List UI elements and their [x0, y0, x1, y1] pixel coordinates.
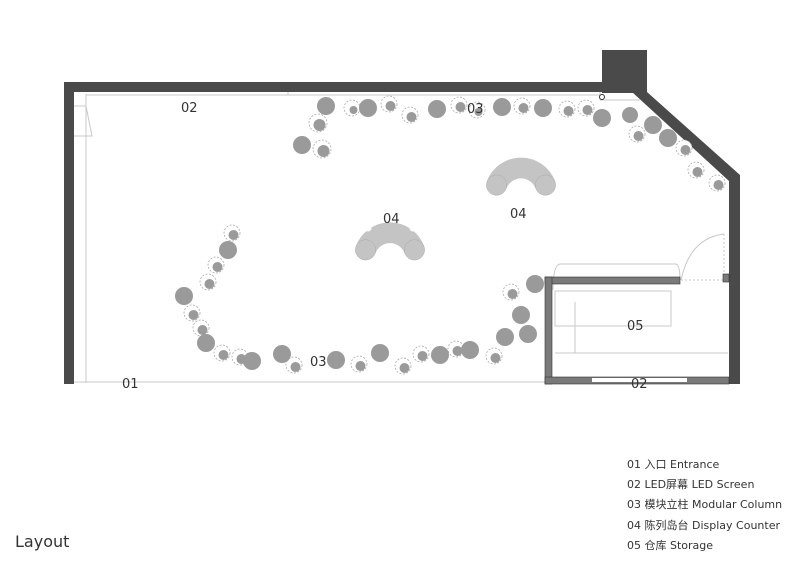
column-icon [355, 361, 366, 371]
column-icon [359, 99, 377, 117]
column-icon [474, 108, 483, 116]
column-icon [218, 350, 229, 360]
column-icon [188, 310, 199, 320]
legend-item-led-screen: 02 LED屏幕 LED Screen [627, 478, 755, 492]
column-icon [659, 129, 677, 147]
column-icon [680, 145, 691, 155]
column-icon [371, 344, 389, 362]
column-icon [212, 262, 223, 272]
counter-end-icon [355, 239, 376, 261]
plan-label: 04 [383, 212, 400, 227]
plan-label: 04 [510, 207, 527, 222]
walls [64, 50, 740, 384]
column-icon [507, 289, 518, 299]
column-icon [461, 341, 479, 359]
plan-label: 03 [310, 355, 327, 370]
column-icon [713, 180, 724, 190]
plan-label: 02 [181, 101, 198, 116]
plan-label: 05 [627, 319, 644, 334]
counter-hole-icon [364, 224, 372, 232]
column-icon [317, 145, 330, 157]
column-icon [273, 345, 291, 363]
counter-end-icon [486, 174, 507, 196]
column-icon [493, 98, 511, 116]
counter-hole-icon [404, 216, 412, 224]
column-icon [428, 100, 446, 118]
legend-item-entrance: 01 入口 Entrance [627, 458, 720, 471]
plan-labels: 02 03 04 04 05 03 01 02 [122, 101, 648, 392]
counter-hole-icon [409, 224, 417, 232]
column-icon [219, 241, 237, 259]
plan-label: 01 [122, 377, 139, 392]
column-icon [175, 287, 193, 305]
counter-end-icon [535, 174, 556, 196]
column-icon [496, 328, 514, 346]
column-icon [519, 325, 537, 343]
column-icon [692, 167, 703, 177]
counter-hole-icon [393, 212, 401, 220]
legend-item-display-counter: 04 陈列岛台 Display Counter [627, 518, 780, 532]
counter-hole-icon [369, 216, 377, 224]
column-icon [563, 106, 574, 116]
column-icon [313, 119, 326, 131]
modular-columns [175, 97, 677, 370]
column-icon [293, 136, 311, 154]
column-icon [644, 116, 662, 134]
counter-hole-icon [502, 208, 510, 216]
column-icon [317, 97, 335, 115]
counter-hole-icon [536, 206, 544, 214]
legend-item-modular-column: 03 模块立柱 Modular Column [627, 498, 783, 512]
led-screen-storage [592, 378, 687, 382]
column-icon [622, 107, 638, 123]
column-icon [512, 306, 530, 324]
column-icon [204, 279, 215, 289]
column-icon [518, 103, 529, 113]
column-icon [431, 346, 449, 364]
counter-hole-icon [513, 211, 521, 219]
column-icon [197, 334, 215, 352]
plan-label: 02 [631, 377, 648, 392]
column-icon [490, 353, 501, 363]
column-icon [349, 106, 358, 114]
column-icon [526, 275, 544, 293]
counter-hole-icon [495, 201, 503, 209]
page-title: Layout [15, 532, 70, 551]
column-icon [228, 230, 239, 240]
column-icon [633, 131, 644, 141]
display-counters [355, 157, 556, 261]
plan-label: 03 [467, 102, 484, 117]
column-icon [593, 109, 611, 127]
counter-hole-icon [525, 210, 533, 218]
counter-hole-icon [381, 212, 389, 220]
column-icon [406, 112, 417, 122]
column-icon [534, 99, 552, 117]
legend: 01 入口 Entrance 02 LED屏幕 LED Screen 03 模块… [627, 455, 782, 556]
legend-item-storage: 05 仓库 Storage [627, 538, 714, 552]
column-icon [417, 351, 428, 361]
column-icon [399, 363, 410, 373]
column-icon [197, 325, 208, 335]
counter-end-icon [404, 239, 425, 261]
column-marker [599, 94, 605, 100]
column-icon [582, 105, 593, 115]
column-icon [452, 346, 463, 356]
column-icon [327, 351, 345, 369]
column-icon [385, 101, 396, 111]
column-icon [290, 362, 301, 372]
column-icon [243, 352, 261, 370]
column-icon [455, 102, 466, 112]
modular-columns-dashed [183, 95, 726, 375]
